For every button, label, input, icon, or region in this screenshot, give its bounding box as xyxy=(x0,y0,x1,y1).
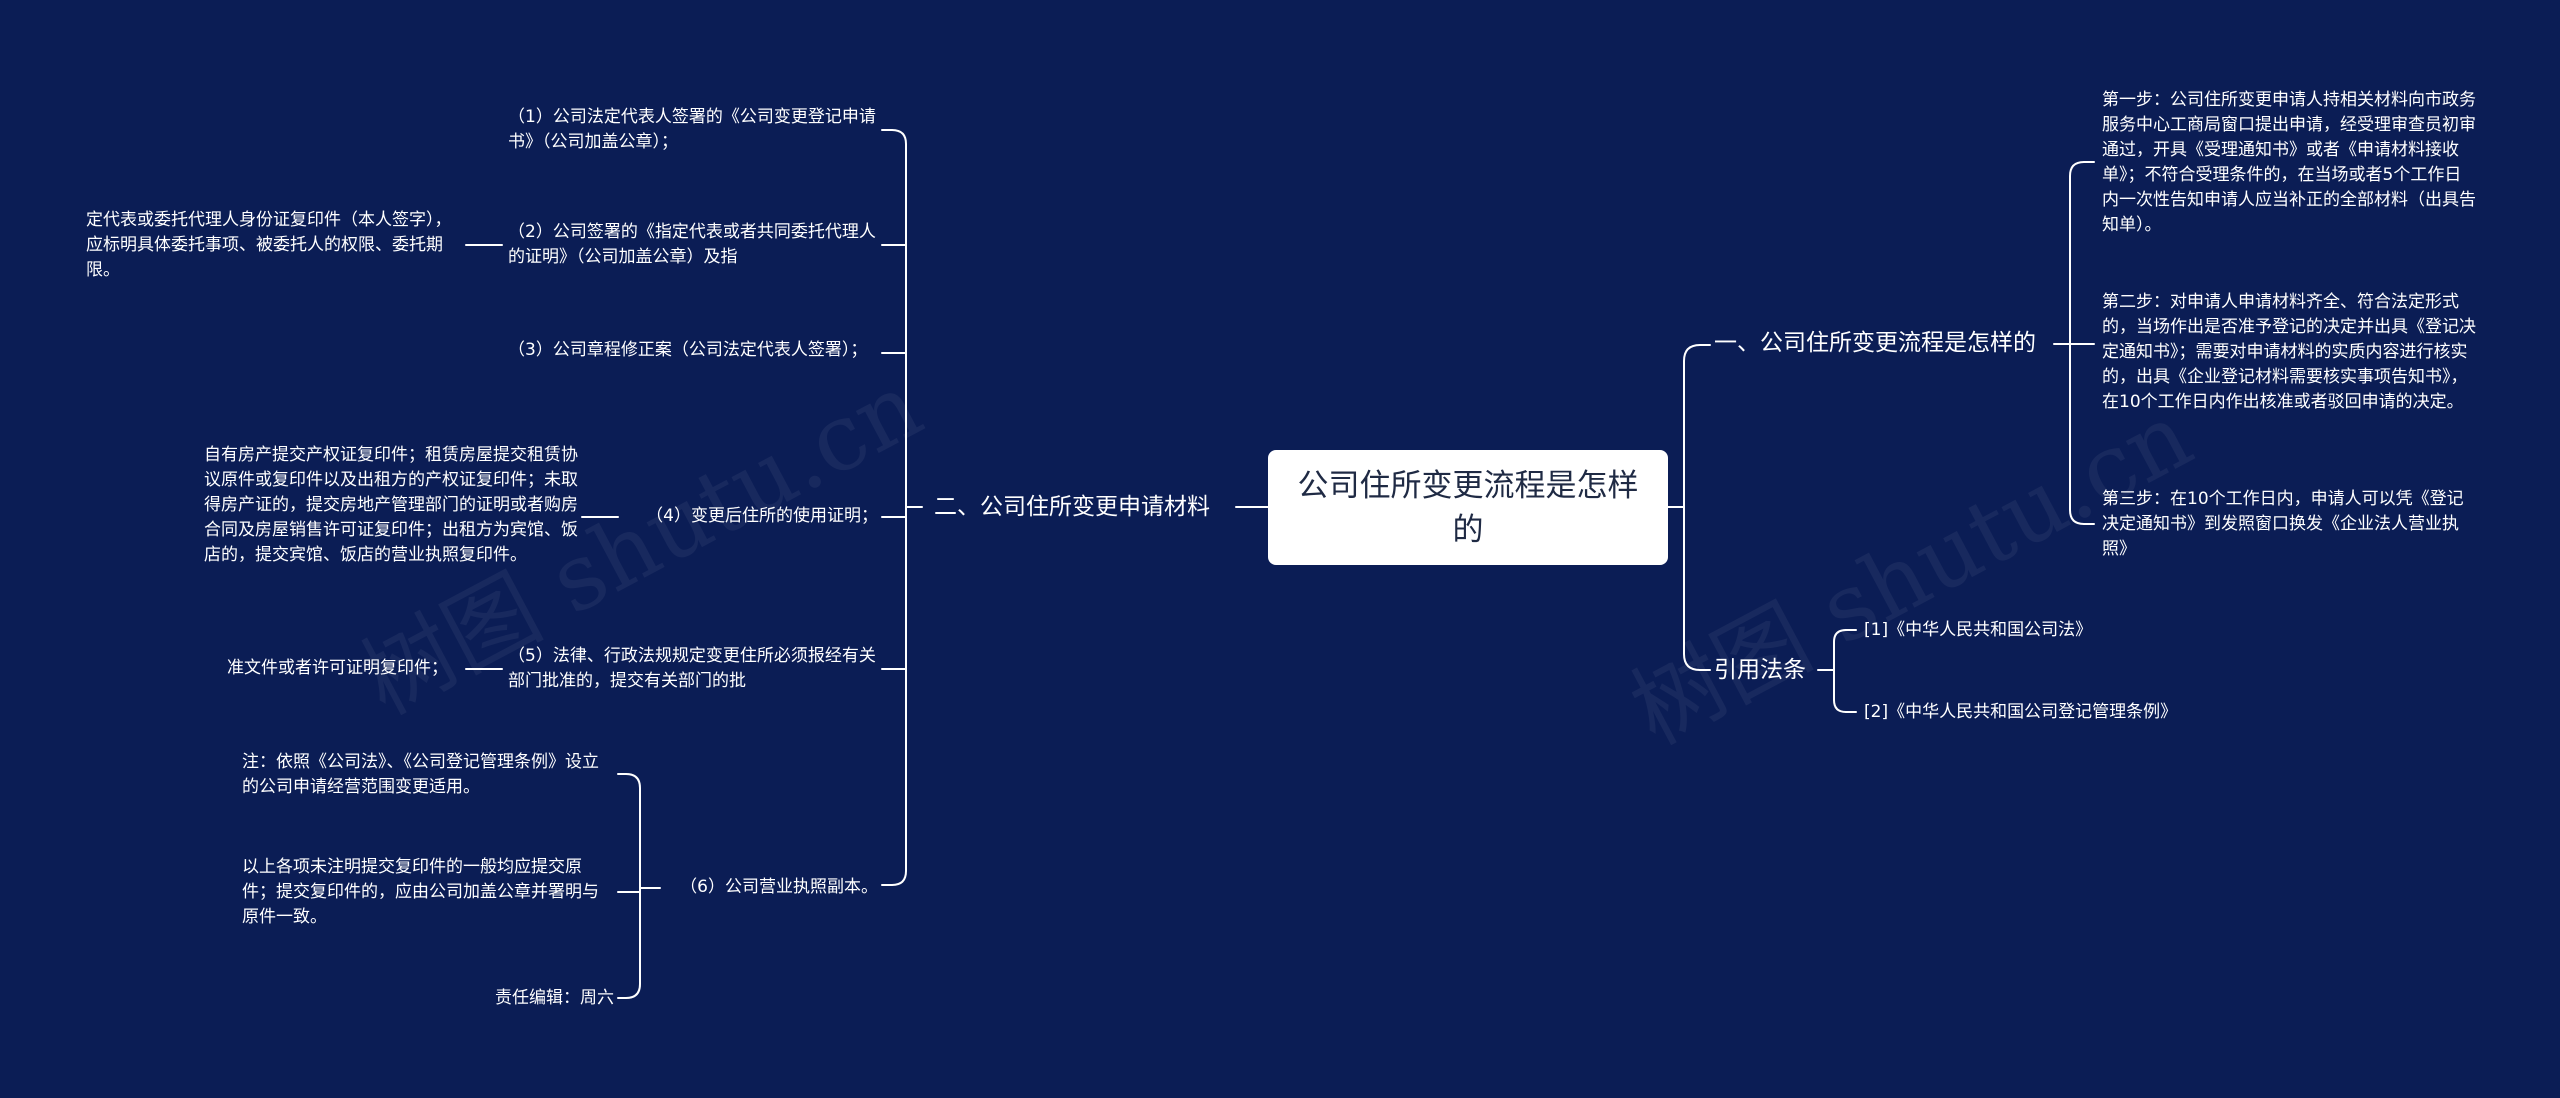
connector-left-bracket xyxy=(891,129,907,886)
branch-laws[interactable]: 引用法条 xyxy=(1714,657,1806,683)
step-three[interactable]: 第三步：在10个工作日内，申请人可以凭《登记决定通知书》到发照窗口换发《企业法人… xyxy=(2102,489,2464,559)
step-one[interactable]: 第一步：公司住所变更申请人持相关材料向市政务服务中心工商局窗口提出申请，经受理审… xyxy=(2102,90,2476,235)
connector-item6-bracket xyxy=(625,773,641,999)
material-item-5-detail[interactable]: 准文件或者许可证明复印件； xyxy=(227,658,448,678)
connector-right-bracket xyxy=(1683,344,1701,671)
material-item-4[interactable]: （4）变更后住所的使用证明； xyxy=(646,506,878,526)
branch-materials[interactable]: 二、公司住所变更申请材料 xyxy=(934,494,1210,520)
material-item-3[interactable]: （3）公司章程修正案（公司法定代表人签署）； xyxy=(508,340,868,360)
material-item-6[interactable]: （6）公司营业执照副本。 xyxy=(680,877,878,897)
material-item-2-detail[interactable]: 定代表或委托代理人身份证复印件（本人签字），应标明具体委托事项、被委托人的权限、… xyxy=(86,210,452,280)
step-two[interactable]: 第二步：对申请人申请材料齐全、符合法定形式的，当场作出是否准予登记的决定并出具《… xyxy=(2102,292,2476,412)
material-item-6-note[interactable]: 注：依照《公司法》、《公司登记管理条例》设立的公司申请经营范围变更适用。 xyxy=(242,752,599,797)
material-item-5[interactable]: （5）法律、行政法规规定变更住所必须报经有关部门批准的，提交有关部门的批 xyxy=(508,646,876,691)
law-item[interactable]: [2]《中华人民共和国公司登记管理条例》 xyxy=(1864,702,2178,722)
material-item-6-note[interactable]: 以上各项未注明提交复印件的一般均应提交原件；提交复印件的，应由公司加盖公章并署明… xyxy=(242,857,599,927)
root-topic-label: 公司住所变更流程是怎样的 xyxy=(1297,467,1639,548)
material-item-1[interactable]: （1）公司法定代表人签署的《公司变更登记申请书》（公司加盖公章）； xyxy=(508,107,876,152)
branch-process[interactable]: 一、公司住所变更流程是怎样的 xyxy=(1714,330,2036,356)
law-item[interactable]: [1]《中华人民共和国公司法》 xyxy=(1864,620,2093,640)
material-item-2[interactable]: （2）公司签署的《指定代表或者共同委托代理人的证明》（公司加盖公章）及指 xyxy=(508,222,876,267)
connector-branch2-bracket xyxy=(1833,629,1847,713)
root-topic[interactable]: 公司住所变更流程是怎样的 xyxy=(1268,450,1668,565)
material-item-4-detail[interactable]: 自有房产提交产权证复印件；租赁房屋提交租赁协议原件或复印件以及出租方的产权证复印… xyxy=(204,445,578,565)
editor-credit[interactable]: 责任编辑：周六 xyxy=(495,988,614,1008)
